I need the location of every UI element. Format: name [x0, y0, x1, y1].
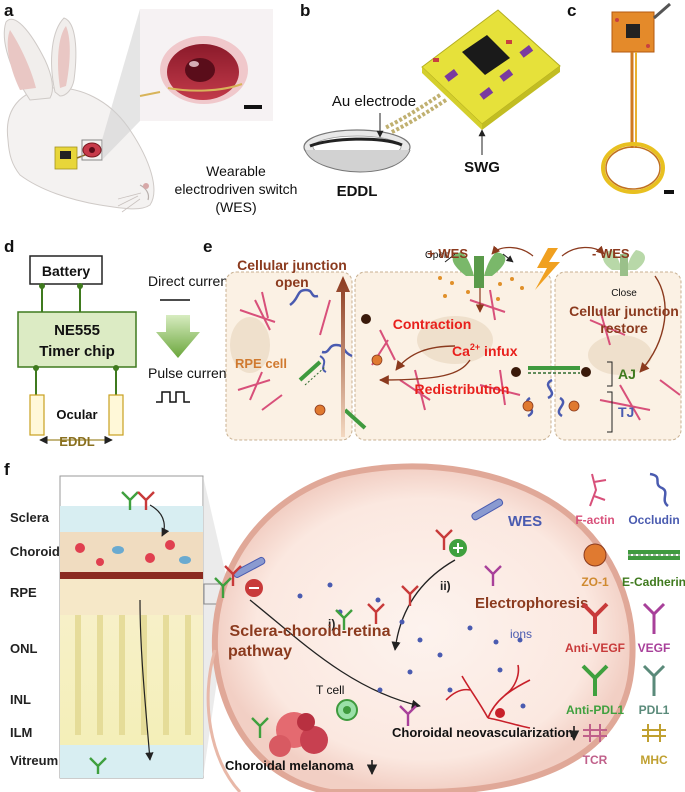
panel-label-e: e [203, 237, 212, 256]
battery-label: Battery [42, 263, 90, 279]
close-label: Close [611, 288, 637, 299]
layer-sclera: Sclera [10, 510, 50, 525]
chip [462, 35, 510, 75]
ecadherin-icon [628, 550, 680, 560]
panel-f: f Sclera Choroid RPE ONL INL ILM Vitreum [4, 460, 636, 792]
chip-label-2: Timer chip [39, 343, 115, 360]
chip-label-1: NE555 [54, 322, 100, 339]
open-arrow [336, 276, 350, 437]
eddl-d-label: EDDL [59, 434, 94, 449]
panel-label-b: b [300, 1, 310, 20]
legend-occludin: Occludin [628, 513, 679, 527]
layer-inl: INL [10, 692, 31, 707]
timer-chip-box [17, 311, 137, 368]
factin-icon [589, 473, 607, 507]
legend-zo1: ZO-1 [581, 575, 609, 589]
legend-pdl1: PDL1 [639, 703, 670, 717]
plus-wes-label: + WES [427, 246, 468, 261]
pathway-i: i) [328, 617, 335, 631]
restore-1: Cellular junction [569, 303, 679, 319]
scale-bar [244, 105, 262, 109]
restore-2: restore [600, 320, 648, 336]
pdl1-icon [642, 664, 666, 696]
panel-label-a: a [4, 1, 14, 20]
occludin-icon [649, 472, 669, 507]
swg-label: SWG [464, 159, 500, 176]
layer-choroid: Choroid [10, 544, 60, 559]
pathway-ii: ii) [440, 579, 451, 593]
electrophoresis-label: Electrophoresis [475, 595, 588, 612]
legend-ecadherin: E-Cadherin [622, 575, 685, 589]
legend-anti-vegf: Anti-VEGF [565, 641, 625, 655]
direct-current-label: Direct current [148, 273, 232, 289]
legend-tcr: TCR [583, 753, 608, 767]
open-label: Open [425, 250, 449, 261]
ocular-label: Ocular [56, 407, 97, 422]
panel-label-f: f [4, 460, 10, 479]
antibody-icons [89, 491, 502, 774]
eddl-label: EDDL [337, 183, 378, 200]
eyeball [211, 463, 636, 792]
panel-label-c: c [567, 1, 576, 20]
wes-f-label: WES [508, 513, 542, 530]
panel-e: e [203, 237, 682, 441]
redistribution-label: Redistribution [415, 381, 510, 397]
legend-anti-pdl1: Anti-PDL1 [566, 703, 624, 717]
battery-box [29, 255, 103, 285]
anti-pdl1-icon [581, 664, 609, 696]
panel-b: b Au electrode EDDL SWG [300, 1, 561, 200]
pulse-current-label: Pulse current [148, 365, 231, 381]
cnv-label: Choroidal neovascularization [392, 725, 573, 740]
mhc-icon [642, 724, 666, 742]
wes-title-line1: Wearable [206, 163, 266, 179]
lightning-icon [535, 248, 560, 290]
layer-vitreum: Vitreum [10, 753, 58, 768]
anti-vegf-icon [581, 602, 609, 634]
legend-mhc: MHC [640, 753, 668, 767]
t-cell-label: T cell [316, 683, 344, 697]
junction-open-2: open [275, 274, 308, 290]
contraction-label: Contraction [393, 316, 472, 332]
vegf-icon [642, 602, 666, 634]
junction-open-1: Cellular junction [237, 257, 347, 273]
wes-title-line2: electrodriven switch [175, 181, 298, 197]
au-electrode-label: Au electrode [332, 93, 416, 110]
tcr-icon [583, 724, 607, 742]
tj-label: TJ [618, 404, 634, 420]
minus-wes-label: - WES [592, 246, 630, 261]
ca-influx-label: Ca2+ infux [452, 342, 518, 359]
layer-ilm: ILM [10, 725, 32, 740]
panel-label-d: d [4, 237, 14, 256]
rpe-cell-label: RPE cell [235, 356, 287, 371]
panel-d: d Battery NE555 Timer chip Ocular EDDL D… [4, 237, 232, 449]
zo1-icon [583, 543, 607, 567]
panel-a: a Wearable electrodriven sw [3, 1, 298, 215]
ions-label: ions [510, 627, 532, 641]
aj-label: AJ [618, 366, 636, 382]
legend: F-actin Occludin ZO-1 E-Cadherin Anti-VE… [565, 472, 685, 767]
conversion-arrow [156, 315, 200, 358]
legend-factin: F-actin [575, 513, 614, 527]
pulse-wave [156, 391, 190, 403]
sclera-pathway-2: pathway [228, 643, 292, 660]
legend-vegf: VEGF [638, 641, 671, 655]
sclera-pathway-1: Sclera-choroid-retina [230, 623, 391, 640]
panel-c: c [567, 1, 682, 204]
wes-title-line3: (WES) [215, 199, 256, 215]
layer-rpe: RPE [10, 585, 37, 600]
layer-onl: ONL [10, 641, 38, 656]
melanoma-label: Choroidal melanoma [225, 758, 354, 773]
